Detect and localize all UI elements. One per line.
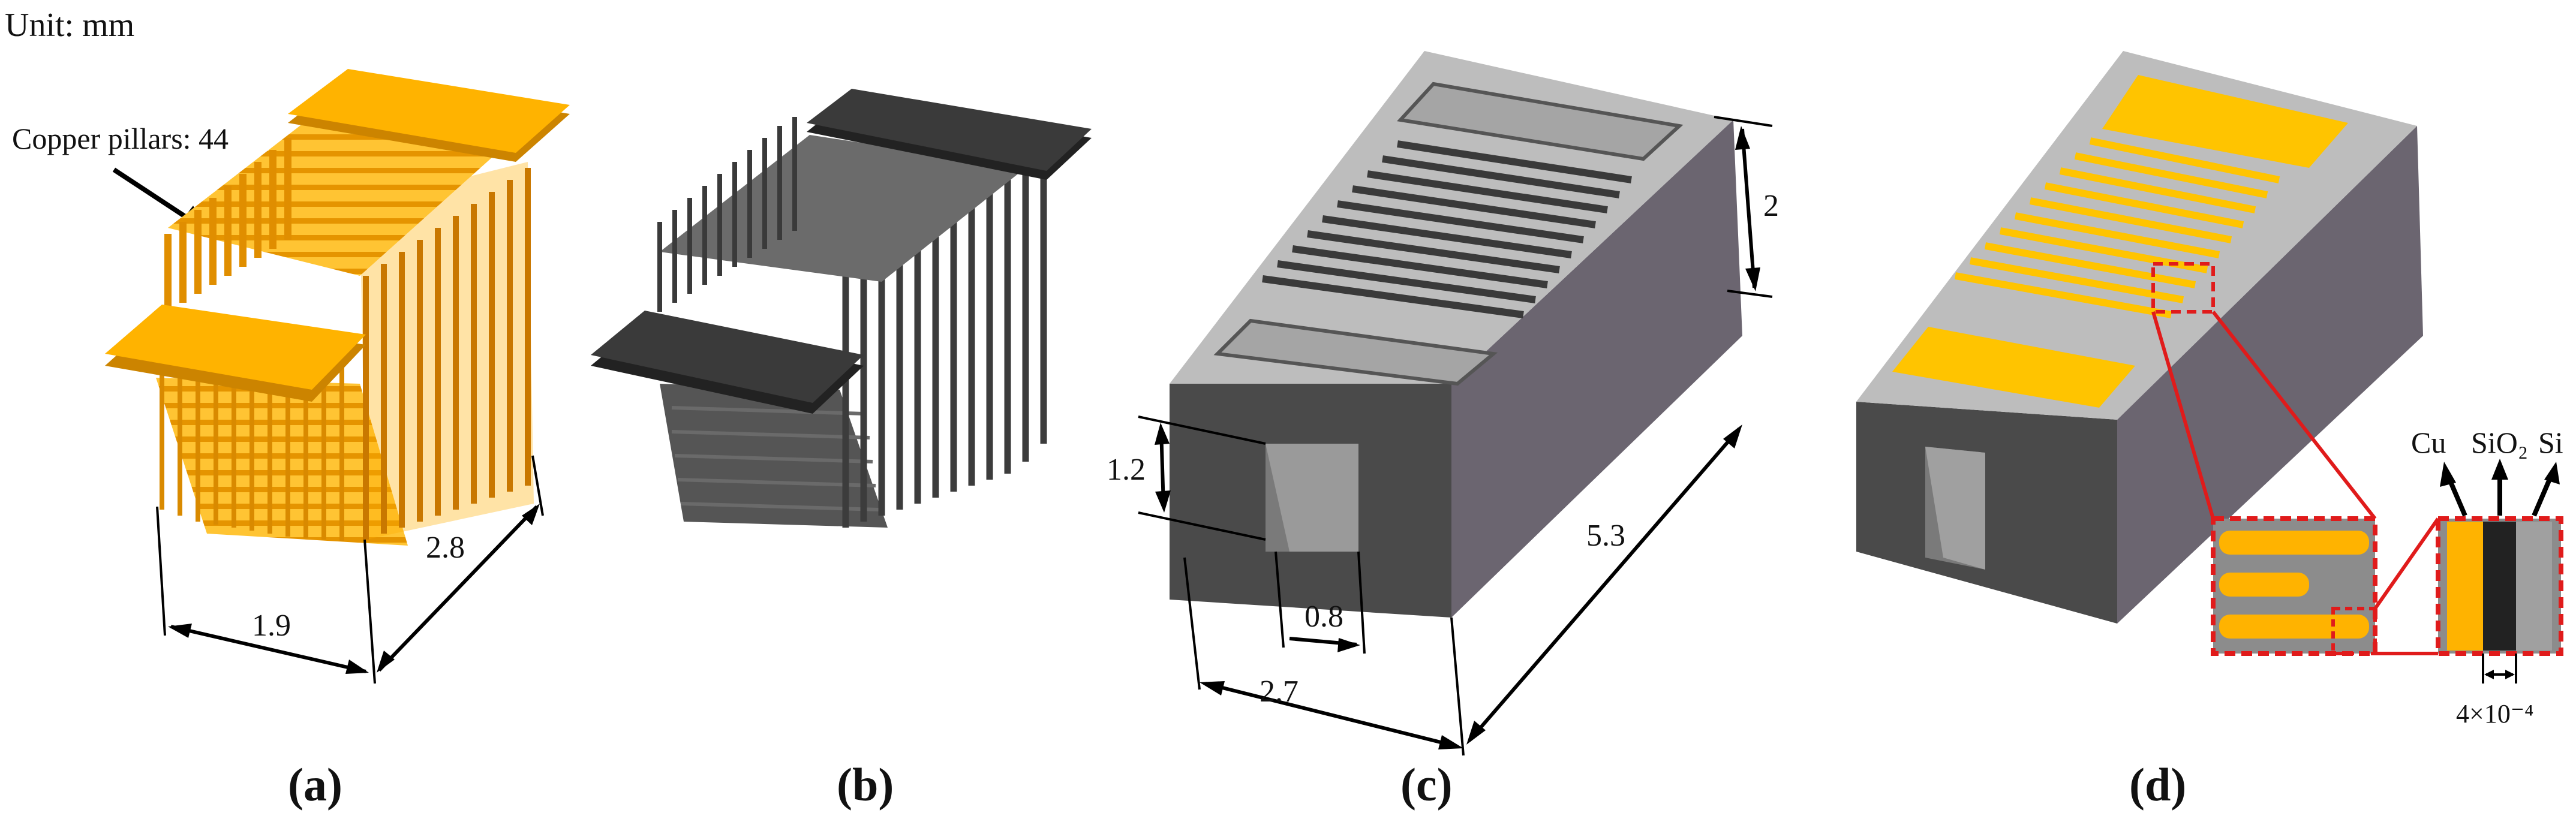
panel-d-silicon-block-copper: Cu SiO₂ Si 4×10⁻⁴ (d) — [1856, 51, 2563, 811]
dim-c-length: 5.3 — [1586, 519, 1625, 553]
layer-label-cu: Cu — [2411, 426, 2446, 459]
unit-label: Unit: mm — [5, 7, 134, 44]
bottom-pad-b — [591, 311, 864, 414]
dim-c-width: 2.7 — [1260, 675, 1298, 709]
dim-a-width: 1.9 — [252, 609, 291, 643]
coil-grooves — [1262, 140, 1632, 318]
top-pad — [288, 69, 570, 162]
caption-d: (d) — [2129, 758, 2186, 811]
inset-layer-section — [2436, 516, 2563, 656]
panel-b-coil-gray: (b) — [591, 89, 1092, 811]
zoom-region-marker — [2151, 262, 2215, 314]
dim-a-depth: 2.8 — [426, 531, 465, 565]
caption-c: (c) — [1400, 758, 1453, 811]
top-pad-b — [807, 89, 1092, 180]
layer-label-sio2: SiO₂ — [2471, 426, 2528, 459]
panel-a-copper-coil: 1.9 2.8 (a) — [105, 69, 570, 811]
dimension-lines-c — [1138, 116, 1773, 756]
dimension-lines-a — [156, 455, 544, 684]
dim-c-hole-width: 0.8 — [1304, 600, 1343, 634]
inset-traces-zoom — [2211, 516, 2377, 656]
thickness-label: 4×10⁻⁴ — [2456, 699, 2533, 728]
caption-b: (b) — [837, 758, 894, 811]
copper-pillars-label: Copper pillars: 44 — [12, 122, 229, 155]
panel-c-silicon-block: 2 1.2 0.8 2.7 5.3 (c) — [1107, 51, 1779, 811]
dim-c-height: 2 — [1763, 189, 1779, 223]
bottom-pad — [105, 305, 366, 402]
layer-arrows — [2440, 459, 2560, 517]
layer-label-si: Si — [2538, 426, 2563, 459]
caption-a: (a) — [288, 758, 342, 811]
thickness-marker — [2482, 654, 2517, 684]
dim-c-hole-height: 1.2 — [1107, 453, 1146, 487]
